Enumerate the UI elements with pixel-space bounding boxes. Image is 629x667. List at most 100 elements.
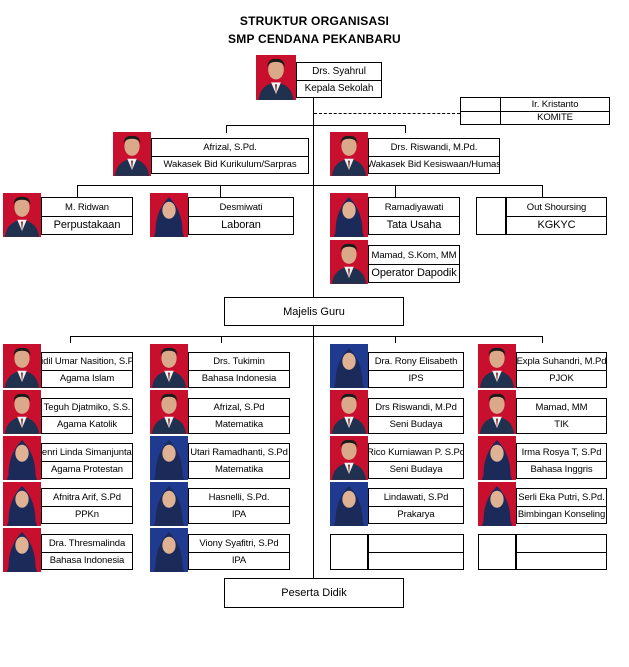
staff-operator-role: Operator Dapodik [371, 267, 457, 279]
staff-outsourcing-name: Out Shoursing [507, 198, 606, 217]
person-photo-icon [150, 390, 188, 434]
staff-laboran-name: Desmiwati [189, 198, 293, 217]
teacher-photo [330, 344, 368, 388]
teacher-subject: IPS [408, 373, 424, 384]
teacher-photo [478, 344, 516, 388]
staff-tatausaha-photo [330, 193, 368, 237]
teacher-photo [150, 482, 188, 526]
teacher-name: Serli Eka Putri, S.Pd. [517, 489, 606, 507]
teacher-photo [3, 482, 41, 526]
wakasek-kesiswaan-card: Drs. Riswandi, M.Pd. Wakasek Bid Kesiswa… [368, 138, 500, 174]
teacher-subject: Matematika [214, 464, 264, 475]
teacher-name: Teguh Djatmiko, S.S. [42, 399, 132, 417]
staff-operator-photo [330, 240, 368, 284]
teacher-photo [330, 436, 368, 480]
person-photo-icon [3, 193, 41, 237]
teacher-name: Utari Ramadhanti, S.Pd [189, 444, 289, 462]
teacher-subject: Bimbingan Konseling [517, 509, 606, 520]
teacher-card: Aidil Umar Nasition, S.Pd Agama Islam [41, 352, 133, 388]
teacher-name: Irma Rosya T, S.Pd [517, 444, 606, 462]
person-photo-icon [478, 390, 516, 434]
teacher-photo [150, 528, 188, 572]
staff-tatausaha-name: Ramadiyawati [369, 198, 459, 217]
teacher-subject: Prakarya [397, 509, 435, 520]
teacher-name: Dra. Thresmalinda [42, 535, 132, 553]
teacher-card: Serli Eka Putri, S.Pd. Bimbingan Konseli… [516, 488, 607, 524]
wakasek-kesiswaan-name: Drs. Riswandi, M.Pd. [369, 139, 499, 157]
person-photo-icon [3, 528, 41, 572]
wakasek-kurikulum-photo [113, 132, 151, 176]
teacher-name: Henri Linda Simanjuntak, [42, 444, 132, 462]
teacher-subject: Agama Islam [59, 373, 115, 384]
teacher-subject: Agama Protestan [51, 464, 123, 475]
person-photo-icon [330, 344, 368, 388]
teacher-photo [3, 344, 41, 388]
teacher-photo [150, 344, 188, 388]
teacher-name: Rico Kurniawan P. S.Pd [369, 444, 463, 462]
teacher-card: Drs Riswandi, M.Pd Seni Budaya [368, 398, 464, 434]
teacher-photo [150, 436, 188, 480]
chart-title-line1: STRUKTUR ORGANISASI [239, 14, 390, 28]
teacher-card: Utari Ramadhanti, S.Pd Matematika [188, 443, 290, 479]
wakasek-kesiswaan-photo [330, 132, 368, 176]
wakasek-kesiswaan-role: Wakasek Bid Kesiswaan/Humas [369, 159, 499, 170]
teacher-name: Afnitra Arif, S.Pd [42, 489, 132, 507]
teacher-photo [478, 390, 516, 434]
teacher-photo [3, 528, 41, 572]
staff-outsourcing-photo-placeholder [476, 197, 506, 235]
teacher-card: Mamad, MM TIK [516, 398, 607, 434]
staff-laboran-role: Laboran [221, 219, 261, 231]
head-name: Drs. Syahrul [297, 63, 381, 81]
teacher-name: Afrizal, S.Pd [189, 399, 289, 417]
empty-slot-card [516, 534, 607, 570]
majelis-guru-box: Majelis Guru [224, 297, 404, 326]
peserta-didik-box: Peserta Didik [224, 578, 404, 608]
teacher-name: Drs Riswandi, M.Pd [369, 399, 463, 417]
teacher-subject: Bahasa Inggris [530, 464, 593, 475]
teacher-photo [3, 390, 41, 434]
teacher-card: Expla Suhandri, M.Pd PJOK [516, 352, 607, 388]
staff-perpustakaan-card: M. Ridwan Perpustakaan [41, 197, 133, 235]
staff-laboran-card: Desmiwati Laboran [188, 197, 294, 235]
teacher-subject: Bahasa Indonesia [201, 373, 277, 384]
person-photo-icon [150, 436, 188, 480]
person-photo-icon [478, 482, 516, 526]
staff-operator-card: Mamad, S.Kom, MM Operator Dapodik [368, 245, 460, 283]
teacher-subject: TIK [554, 419, 569, 430]
chart-title-line2: SMP CENDANA PEKANBARU [228, 32, 401, 46]
teacher-card: Dra. Thresmalinda Bahasa Indonesia [41, 534, 133, 570]
teacher-name: Lindawati, S.Pd [369, 489, 463, 507]
person-photo-icon [330, 132, 368, 176]
staff-perpustakaan-name: M. Ridwan [42, 198, 132, 217]
teacher-photo [478, 436, 516, 480]
teacher-name: Viony Syafitri, S.Pd [189, 535, 289, 553]
staff-outsourcing-card: Out Shoursing KGKYC [506, 197, 607, 235]
person-photo-icon [330, 436, 368, 480]
head-role: Kepala Sekolah [304, 83, 374, 94]
komite-card: Ir. Kristanto KOMITE [460, 97, 610, 125]
teacher-name: Hasnelli, S.Pd. [189, 489, 289, 507]
teacher-card: Afrizal, S.Pd Matematika [188, 398, 290, 434]
wakasek-kurikulum-name: Afrizal, S.Pd. [152, 139, 308, 157]
teacher-card: Henri Linda Simanjuntak, Agama Protestan [41, 443, 133, 479]
teacher-subject: IPA [231, 555, 247, 566]
empty-slot-photo [478, 534, 516, 570]
person-photo-icon [3, 482, 41, 526]
staff-perpustakaan-photo [3, 193, 41, 237]
teacher-photo [3, 436, 41, 480]
teacher-card: Lindawati, S.Pd Prakarya [368, 488, 464, 524]
teacher-card: Viony Syafitri, S.Pd IPA [188, 534, 290, 570]
teacher-photo [478, 482, 516, 526]
person-photo-icon [150, 193, 188, 237]
staff-tatausaha-card: Ramadiyawati Tata Usaha [368, 197, 460, 235]
person-photo-icon [150, 482, 188, 526]
person-photo-icon [478, 344, 516, 388]
teacher-subject: PPKn [75, 509, 99, 520]
head-card: Drs. Syahrul Kepala Sekolah [296, 62, 382, 98]
teacher-subject: Seni Budaya [389, 464, 443, 475]
teacher-card: Teguh Djatmiko, S.S. Agama Katolik [41, 398, 133, 434]
teacher-name: Aidil Umar Nasition, S.Pd [42, 353, 132, 371]
wakasek-kurikulum-role: Wakasek Bid Kurikulum/Sarpras [163, 159, 297, 170]
person-photo-icon [150, 528, 188, 572]
teacher-card: Dra. Rony Elisabeth IPS [368, 352, 464, 388]
